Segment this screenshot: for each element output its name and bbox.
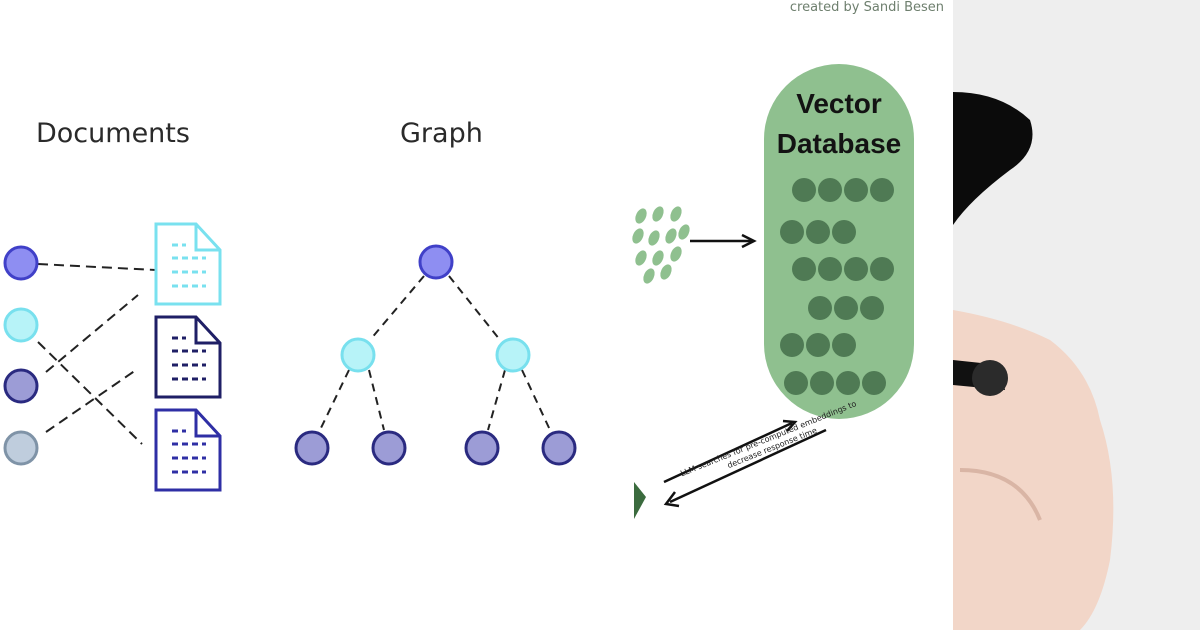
documents-label: Documents [36, 118, 190, 149]
doc-node-cyan [3, 307, 39, 343]
document-icon-cyan [154, 222, 222, 306]
arrow-to-database [690, 233, 757, 249]
graph-diagram [294, 244, 577, 466]
doc-node-blue [3, 245, 39, 281]
bidirectional-arrows [663, 419, 827, 508]
hand-with-pen-panel [953, 0, 1200, 630]
graph-leaf-node [541, 430, 577, 466]
graph-leaf-node [464, 430, 500, 466]
vector-database-diagram [632, 64, 914, 519]
graph-root-node [418, 244, 454, 280]
document-icon-blue [154, 408, 222, 492]
graph-leaf-node [371, 430, 407, 466]
documents-diagram [3, 222, 222, 492]
credit-text: created by Sandi Besen [789, 0, 944, 15]
graph-mid-node-right [495, 337, 531, 373]
vector-database-title-line2: Database [776, 128, 902, 159]
vector-database-title-line1: Vector [796, 88, 882, 119]
output-shape [634, 482, 646, 519]
graph-label: Graph [400, 118, 483, 149]
doc-node-navy [3, 368, 39, 404]
vector-database-title: Vector Database [764, 84, 914, 164]
incoming-embedding-dashes [632, 206, 690, 284]
graph-mid-node-left [340, 337, 376, 373]
document-icon-navy [154, 315, 222, 399]
embedding-pills [780, 178, 894, 395]
graph-leaf-node [294, 430, 330, 466]
doc-node-gray [3, 430, 39, 466]
